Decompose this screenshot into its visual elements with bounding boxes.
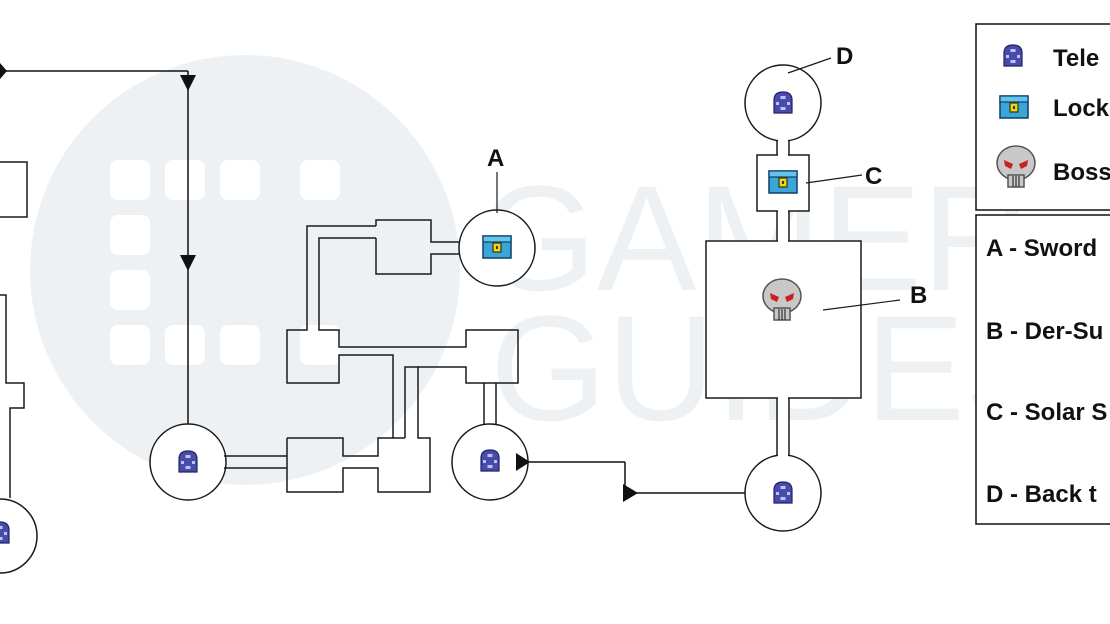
teleporter-icon: [0, 521, 10, 544]
legend-chest-label: Lock: [1053, 95, 1110, 122]
central-corridors: [224, 219, 519, 493]
label-c: C: [865, 163, 882, 190]
teleporter-room-far-left: [0, 498, 38, 574]
arrow-head: [623, 484, 638, 502]
legend-teleporter-label: Tele: [1053, 45, 1099, 72]
teleporter-icon: [480, 449, 500, 472]
path-arrow-right: [527, 461, 746, 494]
label-a: A: [487, 145, 504, 172]
label-d: D: [836, 43, 853, 70]
locked-chest-icon: [482, 235, 512, 259]
legend-key-box: A - Sword B - Der-Su C - Solar S D - Bac…: [975, 214, 1110, 525]
watermark-logo-pattern: [110, 160, 340, 365]
label-b: B: [910, 282, 927, 309]
arrow-head: [180, 75, 196, 91]
teleporter-icon: [773, 481, 793, 504]
legend-boss-label: Boss: [1053, 159, 1110, 186]
legend-key-b: B - Der-Su: [986, 318, 1103, 345]
watermark: GAMER GUIDES: [30, 55, 1065, 485]
teleporter-icon: [178, 450, 198, 473]
path-arrow-left: [0, 70, 189, 430]
callouts: [496, 57, 901, 311]
legend-icons-box: Tele Lock Boss: [975, 23, 1110, 211]
locked-chest-icon: [768, 170, 798, 194]
arrow-head: [0, 63, 7, 79]
watermark-logo: [30, 55, 460, 485]
legend-key-c: C - Solar S: [986, 399, 1107, 426]
legend-key-d: D - Back t: [986, 481, 1097, 508]
teleporter-icon: [773, 91, 793, 114]
left-map-section: [0, 161, 38, 574]
right-tower-corridors: [776, 141, 790, 455]
legend-key-a: A - Sword: [986, 235, 1097, 262]
arrow-head: [516, 453, 530, 471]
arrow-head: [180, 255, 196, 271]
